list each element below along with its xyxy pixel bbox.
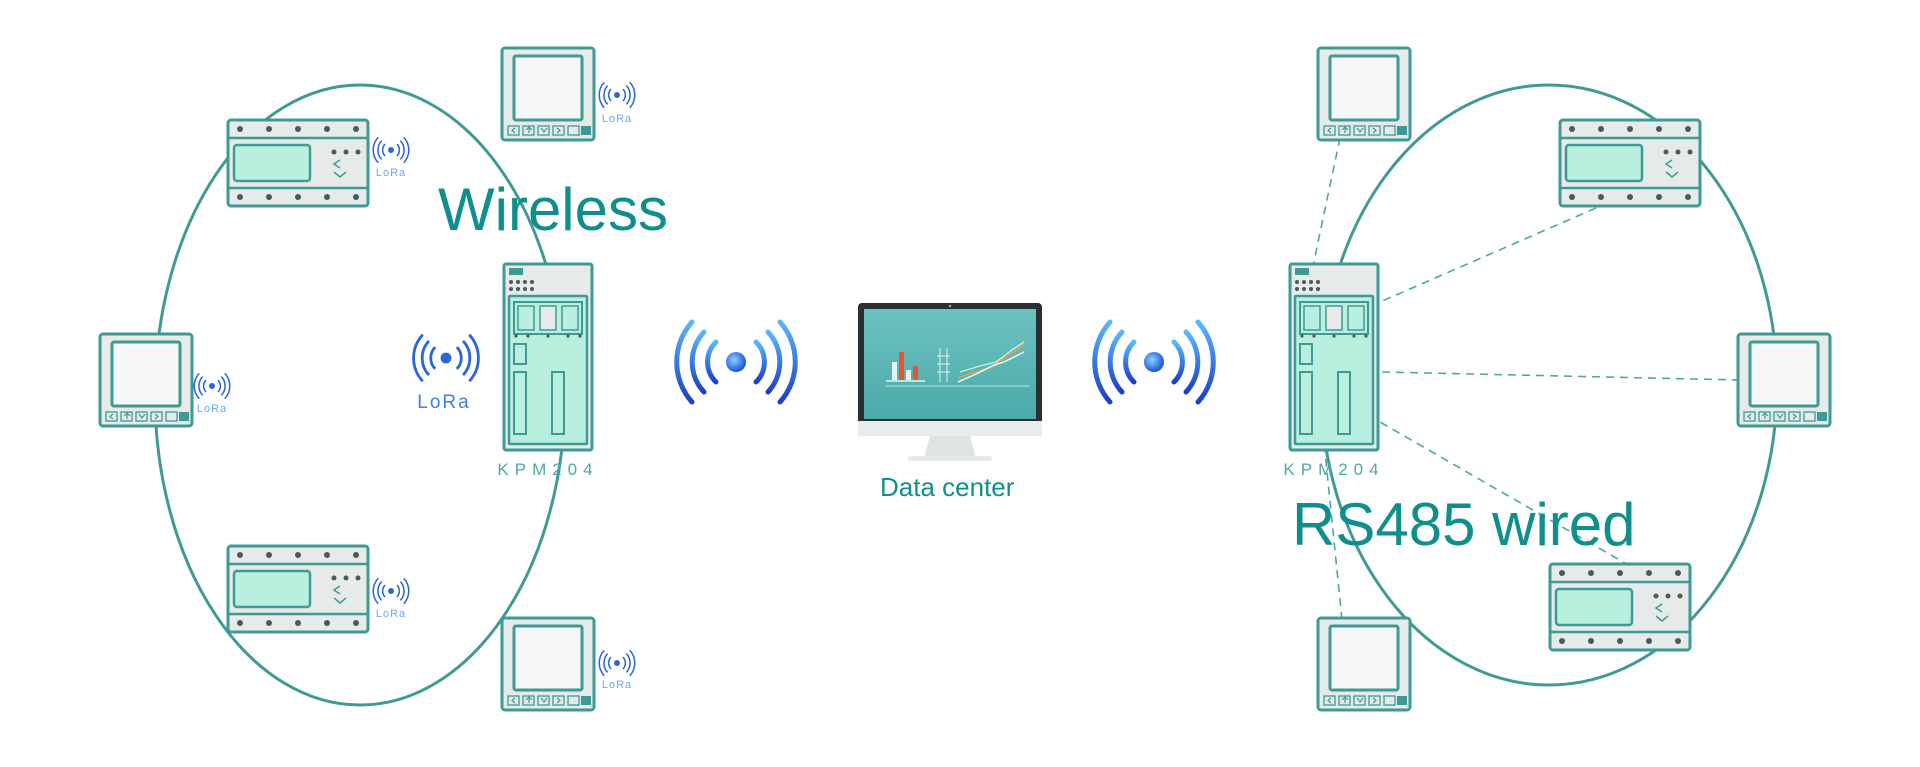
lora-label: LoRa <box>602 679 632 691</box>
panel-meter[interactable] <box>1736 332 1832 428</box>
panel-meter[interactable] <box>1316 46 1412 142</box>
panel-meter[interactable] <box>500 46 596 142</box>
panel-meter[interactable] <box>500 616 596 712</box>
wireless-signal-icon <box>598 81 636 109</box>
lora-label: LoRa <box>376 608 406 620</box>
wireless-signal-icon <box>372 136 410 164</box>
gateway-model-label: KPM204 <box>1283 460 1384 479</box>
lora-label: LoRa <box>602 113 632 125</box>
din-rail-meter[interactable] <box>1558 118 1702 208</box>
lora-label: LoRa <box>376 167 406 179</box>
rs485-connections <box>1301 137 1741 621</box>
wireless-signal-icon <box>598 649 636 677</box>
monitor-icon <box>858 303 1042 461</box>
din-rail-meter[interactable] <box>226 118 370 208</box>
wireless-signal-icon <box>677 322 796 402</box>
data-center-label: Data center <box>880 472 1015 502</box>
lora-label: LoRa <box>417 392 470 413</box>
din-rail-meter[interactable] <box>1548 562 1692 652</box>
lora-label: LoRa <box>197 403 227 415</box>
gateway-device[interactable] <box>1288 262 1380 452</box>
rs485-wired-title: RS485 wired <box>1292 491 1636 558</box>
wireless-signal-icon <box>412 333 480 383</box>
din-rail-meter[interactable] <box>226 544 370 634</box>
panel-meter[interactable] <box>98 332 194 428</box>
panel-meter[interactable] <box>1316 616 1412 712</box>
wireless-signal-icon <box>193 372 231 400</box>
wireless-signal-icon <box>372 577 410 605</box>
gateway-model-label: KPM204 <box>497 460 598 479</box>
gateway-device[interactable] <box>502 262 594 452</box>
wireless-title: Wireless <box>438 176 669 243</box>
wireless-signal-icon <box>1095 322 1214 402</box>
